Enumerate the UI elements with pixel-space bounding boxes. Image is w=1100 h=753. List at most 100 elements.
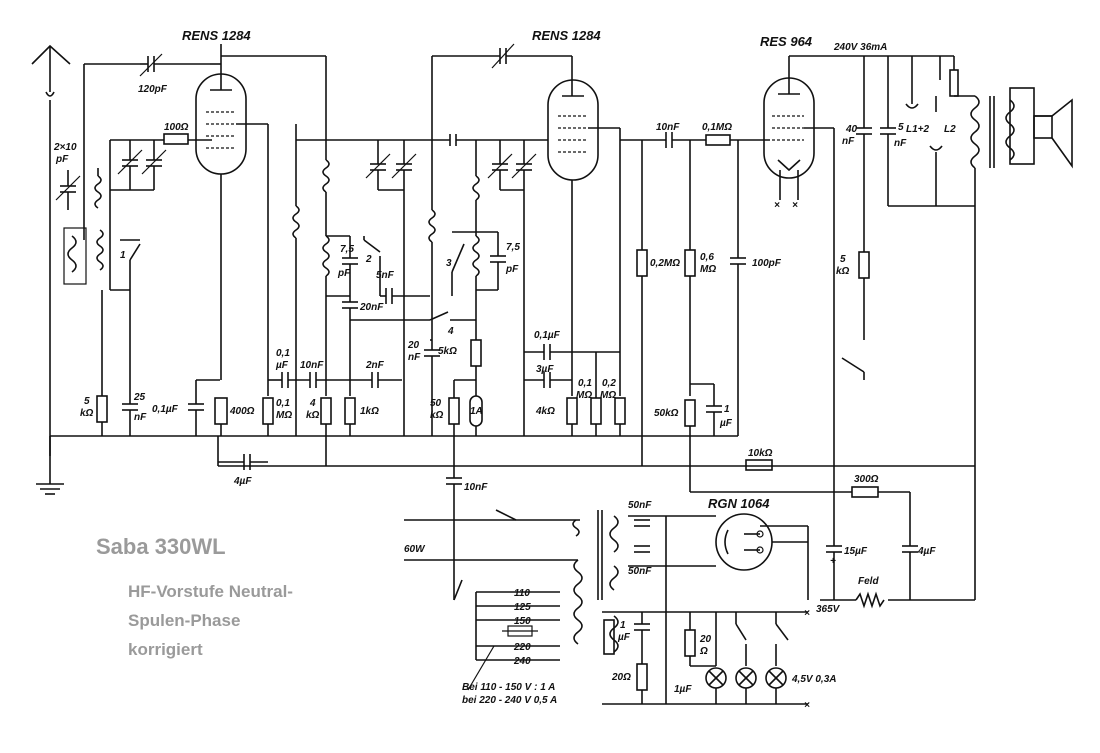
label-4: 4 xyxy=(309,398,316,409)
label-1k: 1kΩ xyxy=(360,406,379,417)
output-transformer xyxy=(970,95,1015,600)
tube-res964: RES 964 xyxy=(760,34,815,200)
label-100pf: 100pF xyxy=(752,258,782,269)
label-20nf-a: 20nF xyxy=(359,302,384,313)
label-sw2: 2 xyxy=(365,254,372,265)
capacitor-2nf: 2nF xyxy=(350,360,402,388)
label-0-1m-unit: MΩ xyxy=(276,410,292,421)
lamp-2-icon xyxy=(735,612,757,704)
label-125: 125 xyxy=(514,602,531,613)
label-0-1uf-c: 0,1µF xyxy=(534,330,561,341)
label-4-unit: kΩ xyxy=(306,410,320,421)
capacitor-120pf: 120pF xyxy=(138,53,210,95)
label-0-6: 0,6 xyxy=(700,252,714,263)
speaker-jacks: L1+2 L2 xyxy=(905,56,956,206)
capacitor-5nf: 5 nF xyxy=(880,56,907,206)
label-0-6-unit: MΩ xyxy=(700,264,716,275)
label-4uf-b: 4µF xyxy=(917,546,936,557)
subtitle-line-3: korrigiert xyxy=(128,640,203,659)
label-10nf-c: 10nF xyxy=(464,482,488,493)
label-150: 150 xyxy=(514,616,531,627)
terminal-mark-2: × xyxy=(804,700,810,711)
label-1a: 1A xyxy=(470,406,483,417)
coil-e xyxy=(472,235,480,277)
capacitor-4uf-b: 4µF xyxy=(902,545,936,600)
resistor-4k-b: 4kΩ xyxy=(535,397,578,436)
tube-label-2: RENS 1284 xyxy=(532,28,601,43)
coil-a xyxy=(292,205,300,239)
label-feld: Feld xyxy=(858,576,879,587)
resistor-0-6m: 0,6 MΩ xyxy=(684,140,716,396)
label-l12: L1+2 xyxy=(906,124,930,135)
resistor-0-2m-b: 0,2 MΩ xyxy=(600,378,626,436)
label-0-1m-a: 0,1MΩ xyxy=(702,122,732,133)
label-7-5-a: 7,5 xyxy=(340,244,354,255)
coil-d xyxy=(428,209,436,243)
label-sw4: 4 xyxy=(447,326,454,337)
label-10k: 10kΩ xyxy=(748,448,773,459)
label-l2: L2 xyxy=(944,124,956,135)
resistor-400ohm: 400Ω xyxy=(214,397,255,436)
label-10nf-b: 10nF xyxy=(300,360,324,371)
label-220: 220 xyxy=(513,642,531,653)
switch-2: 2 5nF xyxy=(363,236,395,296)
tuning-capacitor-3 xyxy=(472,140,537,436)
label-1-b: 1 xyxy=(620,620,626,631)
voltage-selector: 110 125 150 220 240 xyxy=(453,579,560,691)
label-4uf-a: 4µF xyxy=(233,476,252,487)
output-switch xyxy=(949,56,975,97)
capacitor-40nf: 40 nF xyxy=(842,56,872,240)
label-1uf-c: 1µF xyxy=(674,684,692,695)
label-240v: 240V 36mA xyxy=(833,42,887,53)
capacitor-1uf-c: 1µF xyxy=(665,684,692,704)
label-2nf: 2nF xyxy=(365,360,385,371)
resistor-20-a: 20 Ω xyxy=(684,612,716,667)
label-0-1uf: 0,1µF xyxy=(152,404,179,415)
page-title: Saba 330WL xyxy=(96,534,226,559)
label-0-1-unit: µF xyxy=(275,360,289,371)
capacitor-3uf: 3µF xyxy=(524,364,572,388)
label-50: 50 xyxy=(430,398,442,409)
coil-b xyxy=(322,159,330,193)
label-50nf-a: 50nF xyxy=(628,500,652,511)
resistor-300: 300Ω xyxy=(851,474,910,498)
tube-label-1: RENS 1284 xyxy=(182,28,251,43)
subtitle-line-2: Spulen-Phase xyxy=(128,611,240,630)
label-7-5-b-unit: pF xyxy=(505,264,519,275)
capacitor-50nf-a: 50nF xyxy=(628,500,666,527)
power-transformer xyxy=(572,510,619,653)
filament-mark-1: × xyxy=(774,200,780,211)
label-110: 110 xyxy=(514,588,530,599)
switch-5 xyxy=(841,357,865,380)
label-lamp: 4,5V 0,3A xyxy=(791,674,836,685)
label-2x10-unit: pF xyxy=(55,154,69,165)
resistor-50k-b: 50kΩ xyxy=(654,383,714,436)
label-40: 40 xyxy=(845,124,858,135)
switch-4: 4 xyxy=(350,311,476,337)
capacitor-25nf: 25 nF xyxy=(122,290,147,436)
resistor-5k-c: 5kΩ xyxy=(438,339,482,396)
label-5k-a: 5 xyxy=(840,254,846,265)
resistor-0-1m-b: 0,1 MΩ xyxy=(262,397,292,436)
label-5nf: 5nF xyxy=(376,270,395,281)
resistor-100ohm: 100Ω xyxy=(163,122,212,145)
capacitor-100pf: 100pF xyxy=(730,140,782,436)
capacitor-0-1uf-b: 0,1 µF xyxy=(268,348,310,388)
capacitor-15uf: 15µF + xyxy=(826,466,868,600)
label-50nf-b: 50nF xyxy=(628,566,652,577)
capacitor-10nf-a: 10nF xyxy=(656,122,706,148)
mains-input: 60W xyxy=(404,509,580,561)
fuse-note-2: bei 220 - 240 V 0,5 A xyxy=(462,695,557,706)
tube-rgn1064: RGN 1064 xyxy=(708,496,773,571)
field-coil: Feld 365V xyxy=(816,576,975,615)
filament-mark-2: × xyxy=(792,200,798,211)
label-5-unit: nF xyxy=(894,138,907,149)
trimmer-7-5pf-a: 7,5 pF xyxy=(326,235,358,297)
ground-symbol xyxy=(36,483,64,495)
label-5: 5 xyxy=(898,122,904,133)
label-20: 20 xyxy=(407,340,420,351)
resistor-10k: 10kΩ xyxy=(745,448,773,471)
tuning-capacitor-2 xyxy=(365,140,417,436)
label-0-1m-c: 0,1 xyxy=(578,378,592,389)
